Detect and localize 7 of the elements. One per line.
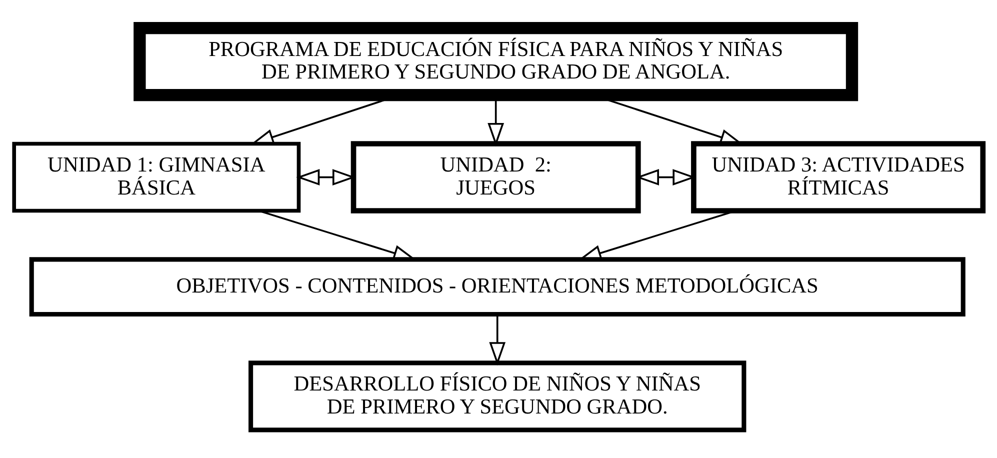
node-box: PROGRAMA DE EDUCACIÓN FÍSICA PARA NIÑOS Y NIÑAS DE PRIMERO Y SEGUNDO GRADO DE ANGOLA.	[134, 22, 858, 102]
node-box: UNIDAD 1: GIMNASIA BÁSICA	[12, 142, 301, 213]
node-box: UNIDAD 3: ACTIVIDADES RÍTMICAS	[691, 141, 986, 214]
node-box: UNIDAD 2: JUEGOS	[350, 141, 641, 214]
node-box: DESARROLLO FÍSICO DE NIÑOS Y NIÑAS DE PRIMERO Y SEGUNDO GRADO.	[248, 360, 746, 432]
node-box: OBJETIVOS - CONTENIDOS - ORIENTACIONES METODOLÓGICAS	[29, 257, 966, 317]
arrow	[489, 314, 506, 366]
